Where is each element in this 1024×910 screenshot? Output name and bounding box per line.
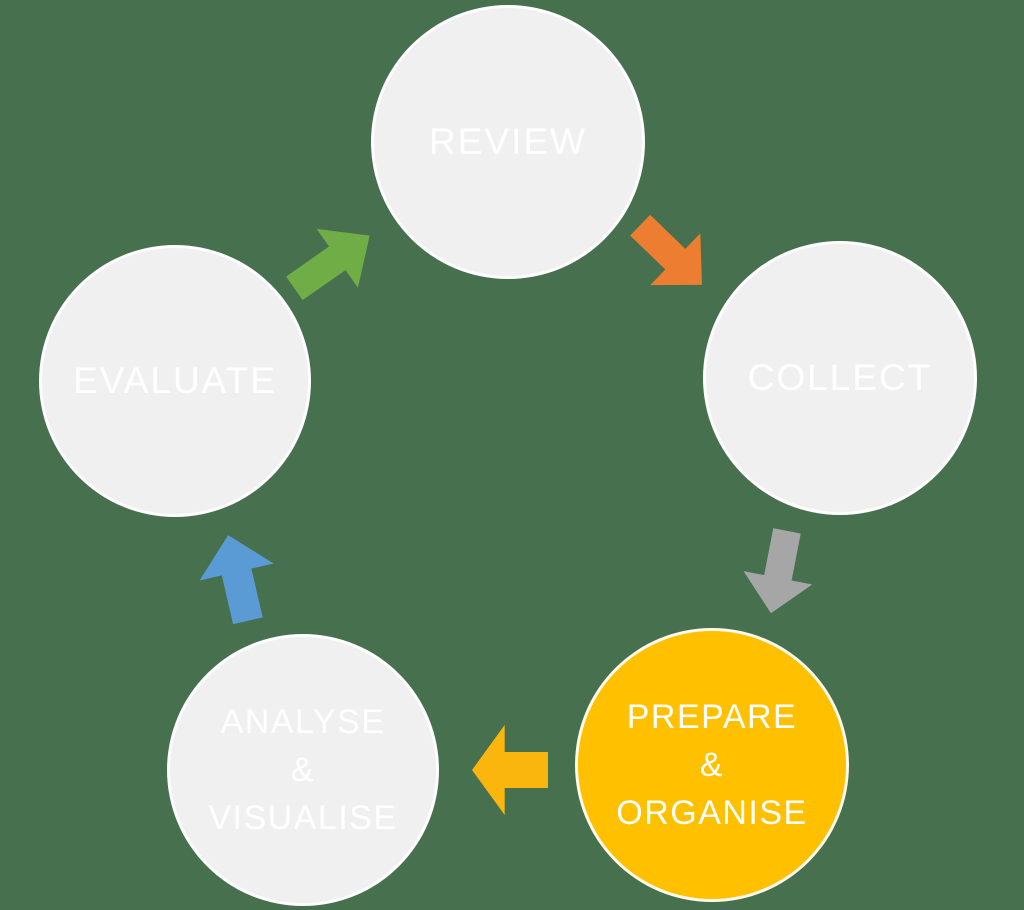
node-label-line: VISUALISE [208, 799, 398, 838]
arrow-evaluate-to-review-icon [274, 206, 391, 318]
node-label-line: COLLECT [747, 356, 933, 398]
arrow-prepare-to-analyse-icon [472, 725, 548, 815]
node-collect-label: COLLECT [748, 356, 933, 400]
node-review: REVIEW [371, 5, 645, 279]
node-analyse-visualise: ANALYSE & VISUALISE [167, 634, 439, 906]
node-evaluate: EVALUATE [39, 245, 311, 517]
node-label-line: PREPARE [626, 697, 798, 736]
node-evaluate-label: EVALUATE [73, 359, 277, 403]
arrow-collect-to-prepare-icon [737, 524, 822, 620]
node-label-line: & [699, 745, 725, 784]
node-review-label: REVIEW [429, 120, 587, 164]
node-analyse-visualise-label: ANALYSE & VISUALISE [208, 698, 397, 843]
node-prepare-organise-label: PREPARE & ORGANISE [616, 693, 807, 838]
arrow-review-to-collect-icon [615, 199, 727, 311]
node-label-line: ANALYSE [220, 702, 386, 741]
node-label-line: REVIEW [429, 120, 587, 162]
node-label-line: EVALUATE [73, 359, 277, 401]
arrow-analyse-to-evaluate-icon [191, 527, 285, 630]
node-label-line: ORGANISE [616, 794, 808, 833]
node-collect: COLLECT [703, 241, 977, 515]
node-label-line: & [290, 750, 316, 789]
node-prepare-organise: PREPARE & ORGANISE [575, 628, 849, 902]
